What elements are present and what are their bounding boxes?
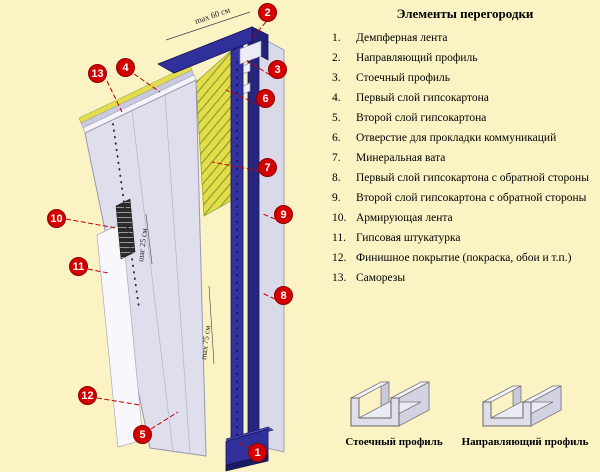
legend-item: 13. Саморезы — [332, 272, 598, 285]
legend-item: 10. Армирующая лента — [332, 212, 598, 225]
legend-item-number: 2. — [332, 52, 341, 64]
callout-badge-13: 13 — [88, 64, 107, 83]
legend-item-number: 6. — [332, 132, 341, 144]
legend-item-label: Направляющий профиль — [356, 52, 478, 64]
legend-item: 1. Демпферная лента — [332, 32, 598, 45]
legend-item-number: 9. — [332, 192, 341, 204]
callout-badge-2: 2 — [258, 3, 277, 22]
legend-item-label: Саморезы — [356, 272, 406, 284]
dim-label-max60: max 60 см — [193, 4, 231, 26]
legend-panel: Элементы перегородки 1.Демпферная лента … — [332, 2, 598, 292]
dim-line-top — [165, 11, 251, 41]
callout-badge-3: 3 — [268, 60, 287, 79]
legend-item: 7. Минеральная вата — [332, 152, 598, 165]
legend-item-number: 8. — [332, 172, 341, 184]
legend-title: Элементы перегородки — [396, 6, 534, 21]
partition-drawing: max 60 см шаг 25 см max 75 см — [65, 4, 285, 472]
legend-item: 8. Первый слой гипсокартона с обратной ст… — [332, 172, 598, 185]
stud-profile-figure — [350, 381, 430, 427]
callout-badge-10: 10 — [47, 209, 66, 228]
guide-profile-figure — [482, 385, 562, 427]
legend-item-number: 10. — [332, 212, 347, 224]
legend-item: 12. Финишное покрытие (покраска, обои и т… — [332, 252, 598, 265]
panel-seam-2 — [164, 94, 191, 455]
panel-seam-1 — [131, 110, 174, 452]
callout-badge-8: 8 — [274, 286, 293, 305]
reinforcing-tape — [115, 198, 136, 260]
guide-profile-label: Направляющий профиль — [461, 436, 589, 448]
legend-item-number: 5. — [332, 112, 341, 124]
callout-badge-1: 1 — [248, 443, 267, 462]
callout-leader-lines — [65, 21, 276, 449]
legend-item: 11. Гипсовая штукатурка — [332, 232, 598, 245]
callout-badge-4: 4 — [116, 58, 135, 77]
legend-item-number: 4. — [332, 92, 341, 104]
callout-badge-12: 12 — [78, 386, 97, 405]
legend-item-label: Гипсовая штукатурка — [356, 232, 461, 244]
legend-item-label: Первый слой гипсокартона с обратной стор… — [356, 172, 589, 184]
legend-item: 4. Первый слой гипсокартона — [332, 92, 598, 105]
callout-badge-9: 9 — [274, 205, 293, 224]
legend-item-label: Отверстие для прокладки коммуникаций — [356, 132, 557, 144]
legend-item: 5. Второй слой гипсокартона — [332, 112, 598, 125]
dim-label-max75: max 75 см — [199, 325, 212, 360]
dim-label-step25: шаг 25 см — [136, 228, 149, 262]
legend-item: 6. Отверстие для прокладки коммуникаций — [332, 132, 598, 145]
legend-item: 2. Направляющий профиль — [332, 52, 598, 65]
callout-badge-6: 6 — [256, 89, 275, 108]
legend-item-number: 12. — [332, 252, 347, 264]
top-guide-channel — [239, 40, 262, 65]
legend-item-number: 3. — [332, 72, 341, 84]
callout-badge-7: 7 — [258, 158, 277, 177]
legend-item-label: Минеральная вата — [356, 152, 446, 164]
legend-item-label: Демпферная лента — [356, 32, 448, 44]
legend-item-label: Второй слой гипсокартона с обратной стор… — [356, 192, 587, 204]
dim-line-max75 — [208, 285, 215, 365]
legend-item-label: Стоечный профиль — [356, 72, 451, 84]
legend-item-label: Первый слой гипсокартона — [356, 92, 489, 104]
legend-item-number: 13. — [332, 272, 347, 284]
legend-item-label: Финишное покрытие (покраска, обои и т.п.… — [356, 252, 572, 264]
stud-profile-label: Стоечный профиль — [345, 436, 443, 448]
dim-line-step25 — [145, 213, 153, 265]
legend-item: 9. Второй слой гипсокартона с обратной ст… — [332, 192, 598, 205]
mineral-wool — [195, 48, 237, 217]
legend-item-number: 1. — [332, 32, 341, 44]
legend-item: 3. Стоечный профиль — [332, 72, 598, 85]
callout-badge-5: 5 — [133, 425, 152, 444]
legend-item-number: 7. — [332, 152, 341, 164]
legend-item-label: Второй слой гипсокартона — [356, 112, 487, 124]
callout-badge-11: 11 — [69, 257, 88, 276]
legend-item-label: Армирующая лента — [356, 212, 453, 224]
legend-item-number: 11. — [332, 232, 346, 244]
profile-figures: Стоечный профиль Направляющий профиль — [333, 352, 599, 470]
